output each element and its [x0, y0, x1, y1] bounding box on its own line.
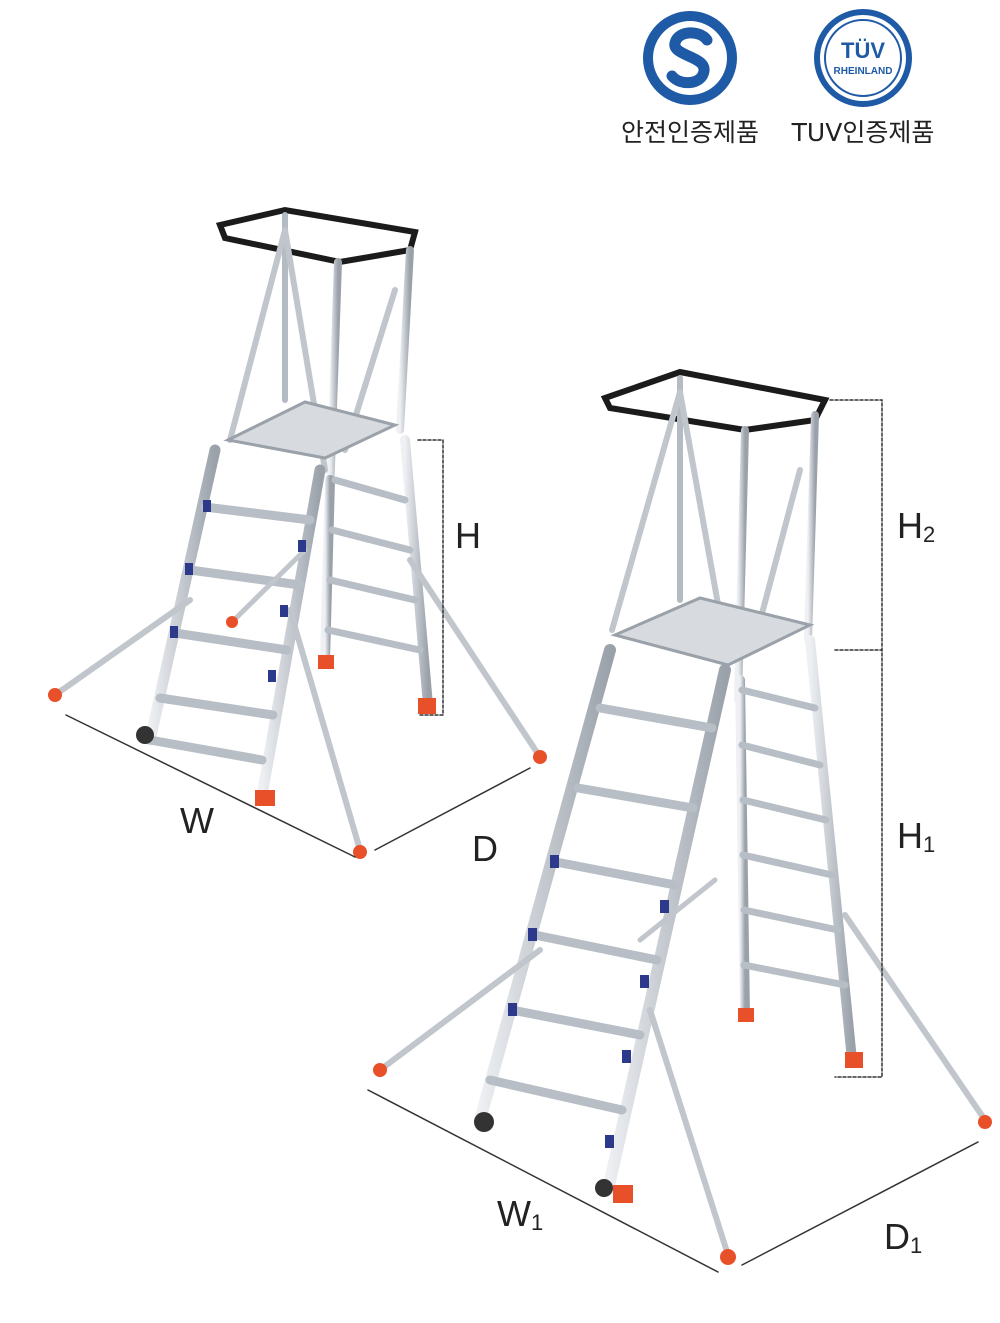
tuv-certification-caption: TUV인증제품 [791, 118, 935, 147]
small-depth-label: D [472, 828, 498, 869]
large-lower-height-subscript: 1 [923, 832, 936, 857]
safety-certification-badge: 안전인증제품 [610, 8, 770, 149]
large-platform-ladder [367, 368, 992, 1273]
safety-s-mark-icon [643, 11, 737, 105]
small-platform-ladder [48, 206, 547, 859]
tuv-certification-badge: TÜV RHEINLAND TUV인증제품 [778, 8, 948, 149]
rheinland-logo-text: RHEINLAND [834, 66, 893, 77]
large-depth-label: D1 [884, 1216, 923, 1258]
large-width-subscript: 1 [530, 1210, 544, 1235]
large-upper-height-subscript: 2 [923, 522, 936, 547]
safety-certification-caption: 안전인증제품 [620, 118, 759, 147]
small-width-label: W [180, 800, 214, 841]
large-width-label: W1 [497, 1193, 544, 1235]
large-lower-height-label: H1 [897, 815, 936, 857]
large-depth-subscript: 1 [910, 1233, 923, 1258]
tuv-rheinland-icon: TÜV RHEINLAND [814, 9, 912, 107]
small-height-label: H [455, 515, 481, 556]
tuv-logo-text: TÜV [841, 38, 885, 63]
large-upper-height-label: H2 [897, 505, 936, 547]
